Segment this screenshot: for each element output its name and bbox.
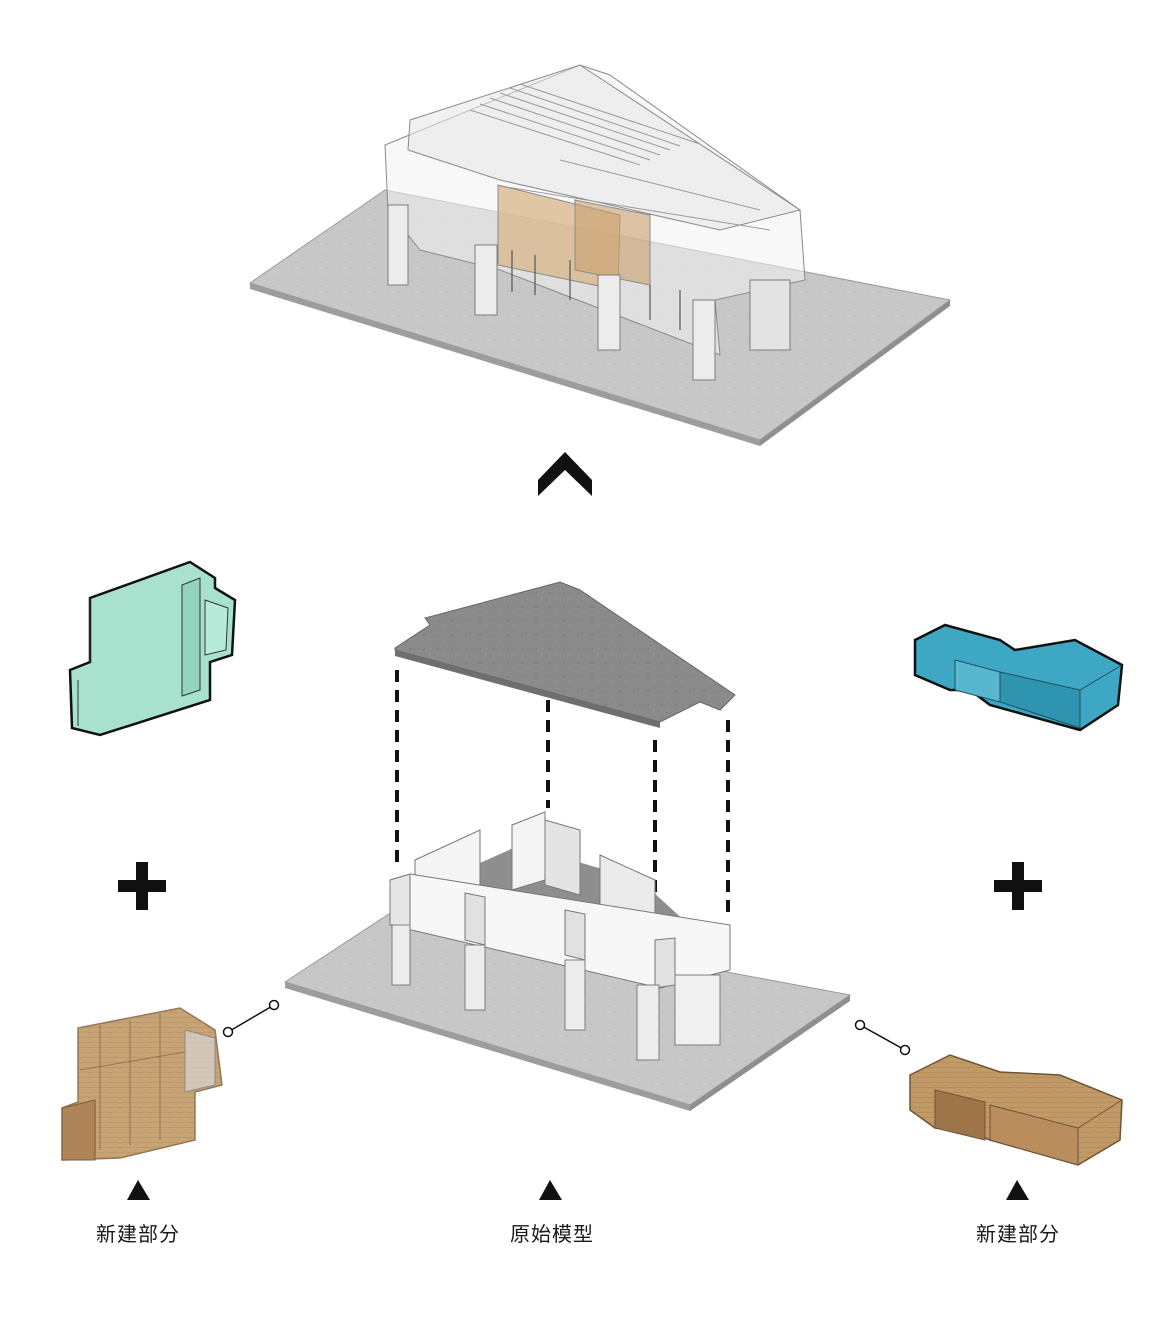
original-roof-slab [394, 581, 736, 723]
top-roof-ribs [469, 83, 771, 231]
label-original-model: 原始模型 [510, 1222, 594, 1246]
top-columns [387, 204, 791, 381]
combined-model [248, 64, 952, 446]
right-new-volume-wood [909, 1054, 1123, 1166]
connector-left [222, 999, 280, 1038]
original-facade [389, 873, 731, 989]
original-columns [391, 924, 721, 1061]
right-new-volume-blue [913, 623, 1124, 732]
chevron-up-icon [538, 452, 592, 496]
plus-icon-right [994, 862, 1042, 910]
left-new-volume-wood [61, 1007, 223, 1161]
pointer-triangle-right [1006, 1180, 1029, 1200]
label-new-part-left: 新建部分 [96, 1222, 180, 1246]
pointer-triangle-left [127, 1180, 150, 1200]
connector-right [854, 1019, 911, 1056]
pointer-triangle-center [539, 1180, 562, 1200]
left-new-volume-mint [68, 560, 237, 737]
top-building-volume [384, 64, 806, 356]
top-glazing [511, 250, 681, 330]
plus-icon-left [118, 862, 166, 910]
label-new-part-right: 新建部分 [976, 1222, 1060, 1246]
original-model [283, 581, 852, 1111]
